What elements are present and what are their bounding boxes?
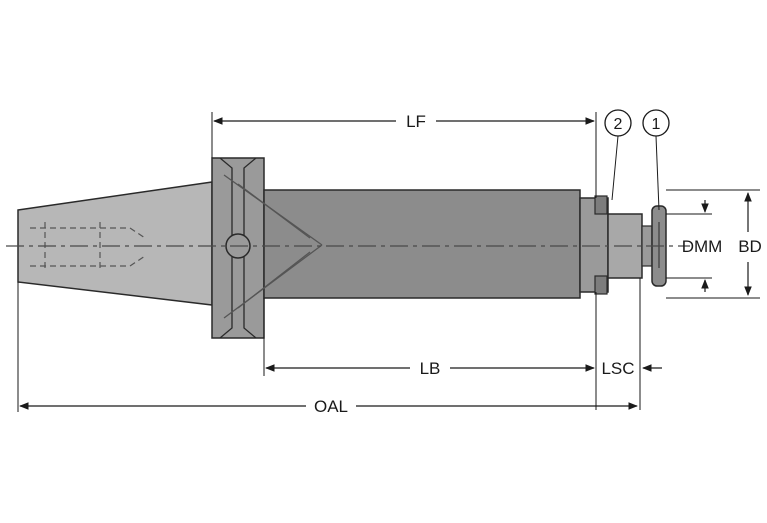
retention-bore — [30, 222, 146, 272]
label-oal: OAL — [314, 397, 348, 416]
callout-2: 2 — [604, 109, 632, 201]
main-body — [263, 189, 581, 299]
holder-part — [17, 157, 667, 339]
callout-1: 1 — [642, 109, 670, 211]
callout-1-number: 1 — [652, 116, 661, 133]
taper-shank — [17, 181, 213, 306]
label-lf: LF — [406, 112, 426, 131]
dim-bd: BD — [738, 192, 762, 296]
callout-2-number: 2 — [614, 116, 623, 133]
dim-oal: OAL — [19, 397, 638, 416]
extension-lines — [17, 112, 760, 412]
label-dmm: DMM — [682, 237, 723, 256]
dim-lb: LB — [265, 359, 595, 378]
label-lb: LB — [420, 359, 441, 378]
dim-lsc: LSC — [601, 359, 662, 378]
internal-cone — [223, 174, 323, 319]
drive-key-top — [594, 195, 608, 215]
dim-lf: LF — [213, 112, 595, 131]
dim-dmm: DMM — [682, 200, 723, 292]
label-bd: BD — [738, 237, 762, 256]
label-lsc: LSC — [601, 359, 634, 378]
drive-key-bottom — [594, 275, 608, 295]
